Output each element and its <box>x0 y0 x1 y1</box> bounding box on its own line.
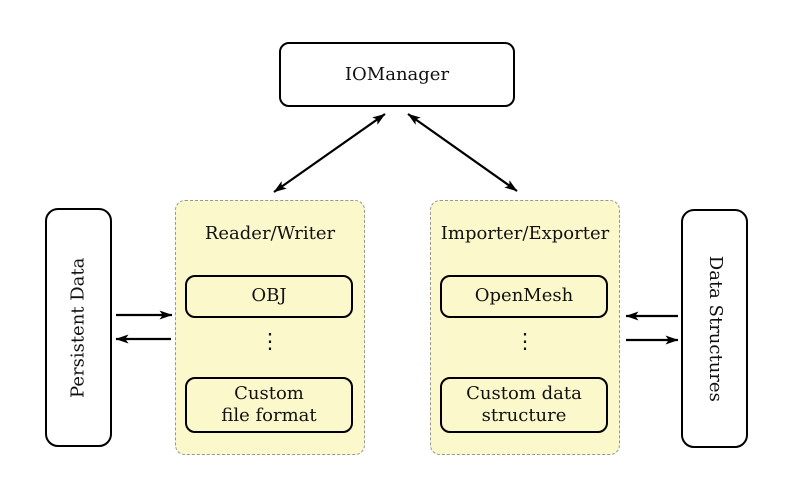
node-custom-file-format-label: Custom file format <box>221 382 317 427</box>
node-obj: OBJ <box>185 275 353 318</box>
node-obj-label: OBJ <box>251 285 287 307</box>
node-custom-file-format: Custom file format <box>185 377 353 433</box>
vdots-reader-writer: ⋮ <box>259 329 281 353</box>
node-data-structures: Data Structures <box>681 209 748 448</box>
panel-importer-exporter: Importer/Exporter OpenMesh ⋮ Custom data… <box>430 200 620 455</box>
edge-iomanager-importerexporter <box>407 113 518 192</box>
node-data-structures-label: Data Structures <box>704 255 726 402</box>
panel-importer-exporter-title: Importer/Exporter <box>440 223 610 244</box>
node-iomanager-label: IOManager <box>344 63 450 85</box>
node-persistent-data: Persistent Data <box>45 208 112 447</box>
edge-iomanager-readerwriter <box>273 113 386 193</box>
panel-reader-writer-title: Reader/Writer <box>204 223 336 244</box>
node-custom-data-structure-label: Custom data structure <box>466 382 582 427</box>
panel-reader-writer: Reader/Writer OBJ ⋮ Custom file format <box>175 200 365 455</box>
node-persistent-data-label: Persistent Data <box>67 257 89 398</box>
node-openmesh: OpenMesh <box>440 275 608 318</box>
vdots-importer-exporter: ⋮ <box>514 329 536 353</box>
node-openmesh-label: OpenMesh <box>474 285 574 307</box>
node-iomanager: IOManager <box>279 42 515 107</box>
node-custom-data-structure: Custom data structure <box>440 377 608 433</box>
